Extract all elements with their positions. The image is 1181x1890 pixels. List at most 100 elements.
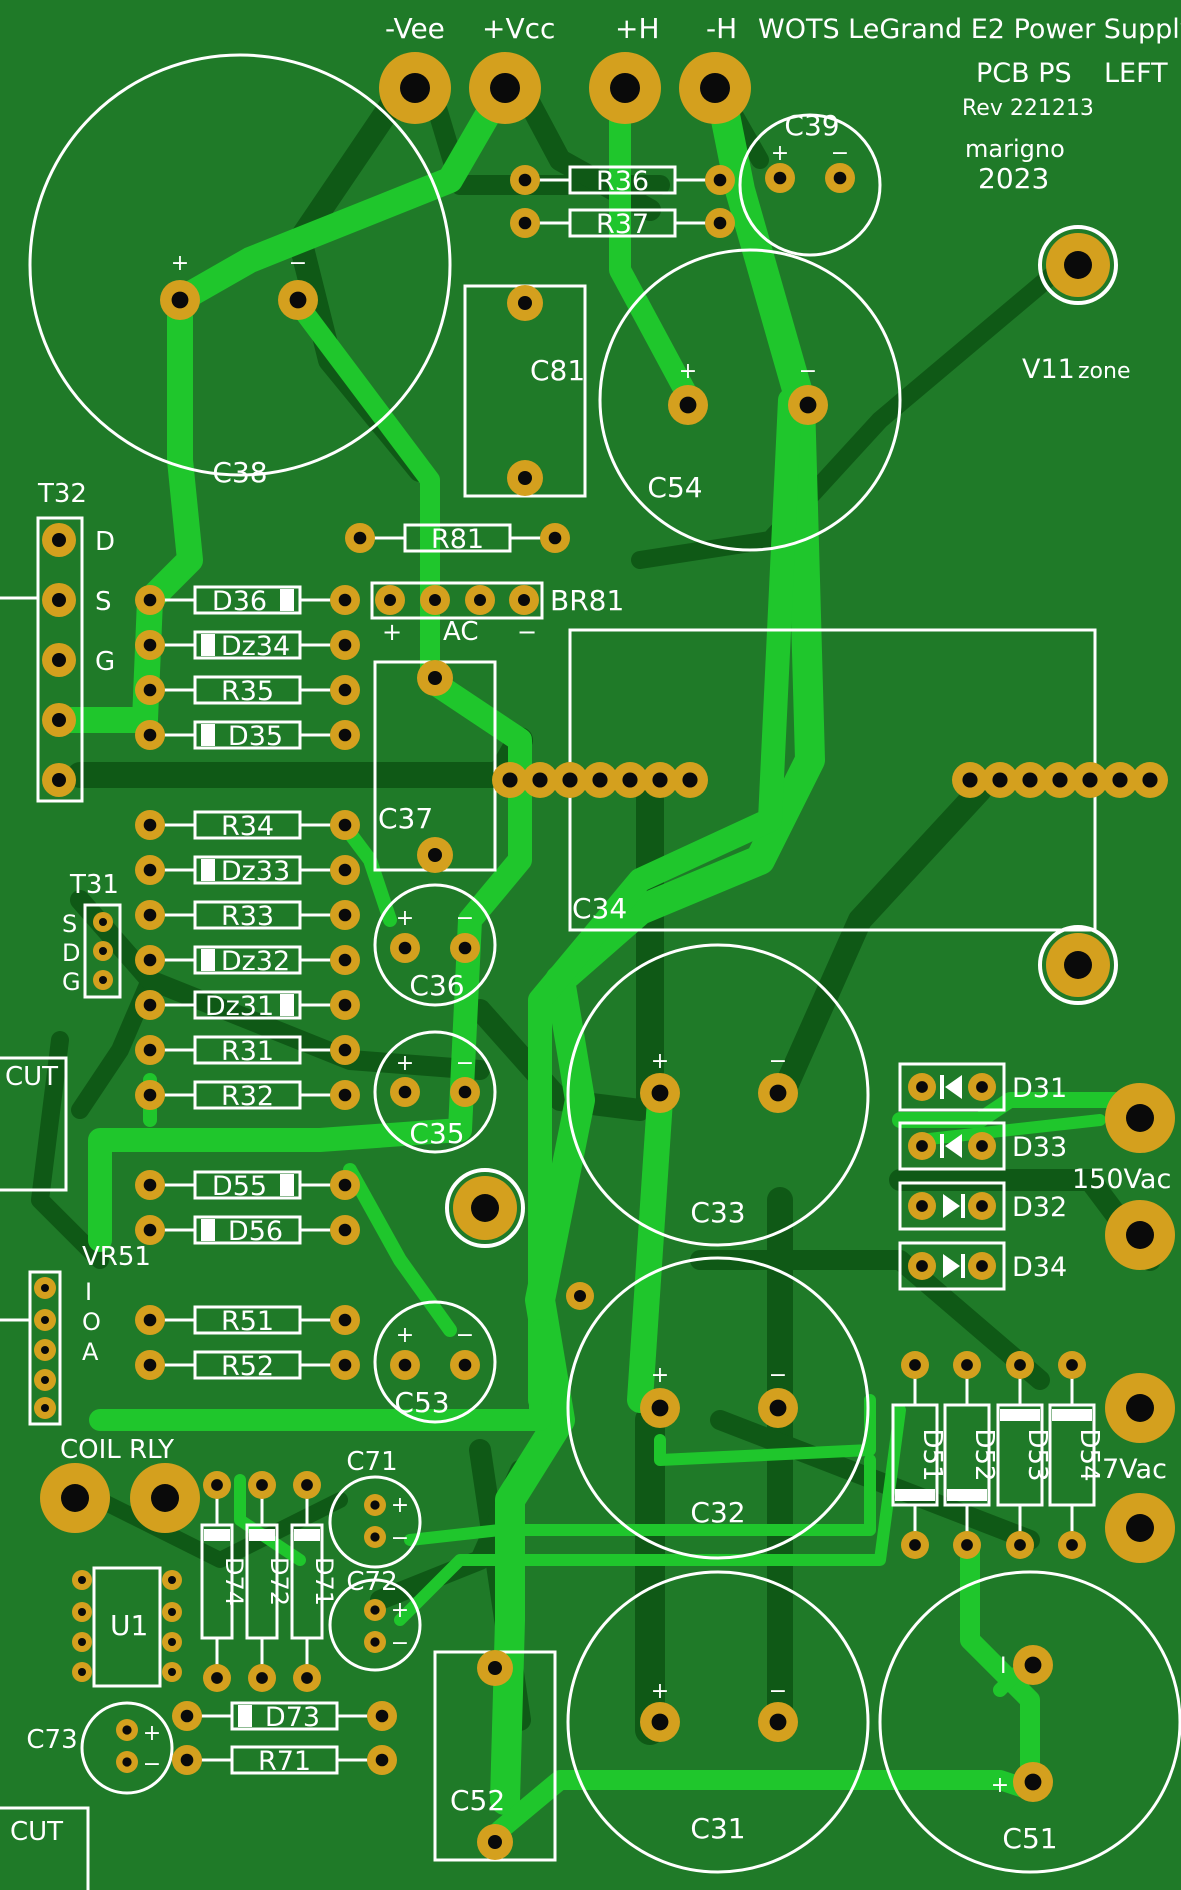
cap-c36-plus: + — [396, 906, 414, 931]
diode-dz34-label: Dz34 — [221, 631, 290, 662]
terminal-label-7vac: 7Vac — [1102, 1454, 1167, 1485]
cap-c39-label: C39 — [784, 109, 839, 142]
cap-c51-plus: + — [991, 1773, 1009, 1798]
terminal-label-h-plus: +H — [615, 12, 660, 45]
resistor-r34: R34 — [135, 810, 360, 842]
box-cap-pads — [417, 285, 543, 1860]
cap-c35: C35+− — [373, 1030, 497, 1154]
diode-d51-label: D51 — [917, 1428, 947, 1481]
cap-c39-plus: + — [771, 141, 789, 166]
diode-d31: D31 — [898, 1062, 1067, 1112]
diode-d32: D32 — [898, 1181, 1067, 1231]
diode-d36-label: D36 — [212, 586, 267, 617]
resistor-r37-label: R37 — [596, 209, 649, 240]
diode-d56: D56 — [135, 1215, 360, 1247]
board-title: WOTS LeGrand E2 Power Supply — [758, 14, 1181, 45]
terminal-label-v11-zone: zone — [1078, 359, 1131, 384]
cap-c71-minus: − — [391, 1526, 409, 1551]
bridge-br81 — [370, 581, 544, 620]
cap-c71-label: C71 — [346, 1447, 397, 1477]
cut-region-lower — [0, 1806, 90, 1890]
cap-c54: C54+− — [598, 248, 902, 552]
t32-pin-g: G — [95, 647, 115, 677]
diode-d53-label: D53 — [1022, 1428, 1052, 1481]
diode-d74: D74 — [200, 1471, 248, 1692]
cap-c37-label: C37 — [378, 802, 433, 835]
small-capacitors: C39+−C36+−C35+−C53+−C71+−C72+−C73+− — [26, 109, 882, 1795]
diode-dz33: Dz33 — [135, 855, 360, 887]
cap-c53-plus: + — [396, 1323, 414, 1348]
diode-d33: D33 — [898, 1121, 1067, 1171]
transistor-t31 — [83, 903, 122, 999]
resistor-r36-label: R36 — [596, 166, 649, 197]
terminal-label-vee: -Vee — [385, 12, 445, 45]
t31-pin-s: S — [62, 910, 77, 938]
cap-c32-plus: + — [651, 1363, 669, 1388]
left-column-parts: D36Dz34R35D35R34Dz33R33Dz32Dz31R31R32D55… — [135, 585, 360, 1382]
t32-label: T32 — [37, 479, 87, 509]
diode-d35-label: D35 — [228, 721, 283, 752]
terminal-label-coil-relay: COIL RLY — [60, 1435, 174, 1465]
cut-label-lower: CUT — [10, 1817, 63, 1847]
resistor-r35-label: R35 — [221, 676, 274, 707]
terminal-label-v11: V11 — [1022, 354, 1075, 385]
cap-c54-minus: − — [799, 359, 817, 384]
cap-c39-minus: − — [831, 141, 849, 166]
cap-c72-plus: + — [391, 1598, 409, 1623]
t31-label: T31 — [69, 870, 119, 900]
diode-d54: D54 — [1048, 1351, 1104, 1559]
cap-c38-minus: − — [289, 251, 307, 276]
diode-d53: D53 — [996, 1351, 1052, 1559]
cap-c31-minus: − — [769, 1679, 787, 1704]
resistor-r71: R71 — [172, 1745, 397, 1777]
diode-dz32-label: Dz32 — [221, 946, 290, 977]
t31-pin-d: D — [62, 939, 80, 967]
resistor-r35: R35 — [135, 675, 360, 707]
resistor-r34-label: R34 — [221, 811, 274, 842]
t31-pin-g: G — [62, 968, 81, 996]
resistor-r52: R52 — [135, 1350, 360, 1382]
bridge-minus-label: − — [517, 618, 537, 646]
cut-region-upper — [0, 1056, 68, 1192]
diode-dz34: Dz34 — [135, 630, 360, 662]
diode-d71-label: D71 — [310, 1557, 338, 1606]
resistor-r33-label: R33 — [221, 901, 274, 932]
cap-c35-minus: − — [456, 1051, 474, 1076]
vr51-pin-a: A — [82, 1338, 99, 1366]
diode-d73-label: D73 — [265, 1702, 320, 1733]
diode-d51: D51 — [891, 1351, 947, 1559]
cap-c34-pads — [492, 762, 1168, 798]
c51-mark: I — [1000, 1654, 1007, 1679]
diode-d74-label: D74 — [220, 1557, 248, 1606]
cap-c33-label: C33 — [690, 1196, 745, 1229]
cap-c72: C72+− — [328, 1567, 422, 1672]
diode-d32-label: D32 — [1012, 1192, 1067, 1223]
cap-c32-label: C32 — [690, 1496, 745, 1529]
bridge-ac-label: AC — [443, 617, 478, 647]
diode-d31-label: D31 — [1012, 1073, 1067, 1104]
cap-c73-label: C73 — [26, 1725, 77, 1755]
cap-c36-minus: − — [456, 906, 474, 931]
cap-c51: C51+ — [878, 1570, 1181, 1874]
cap-c73-minus: − — [143, 1752, 161, 1777]
resistor-r32-label: R32 — [221, 1081, 274, 1112]
cap-c52-label: C52 — [450, 1784, 505, 1817]
cap-c53: C53+− — [373, 1300, 497, 1424]
resistor-r32: R32 — [135, 1080, 360, 1112]
diode-d34-label: D34 — [1012, 1252, 1067, 1283]
terminal-label-h-minus: -H — [706, 12, 737, 45]
t32-pin-d: D — [95, 527, 115, 557]
cap-c31: C31+− — [566, 1570, 870, 1874]
diode-d52: D52 — [943, 1351, 999, 1559]
diode-dz31: Dz31 — [135, 990, 360, 1022]
cap-c33: C33+− — [566, 943, 870, 1247]
diode-dz31-label: Dz31 — [205, 991, 274, 1022]
cap-c73: C73+− — [26, 1701, 174, 1795]
diode-d33-label: D33 — [1012, 1132, 1067, 1163]
resistor-r31: R31 — [135, 1035, 360, 1067]
cap-c36-label: C36 — [409, 969, 464, 1002]
